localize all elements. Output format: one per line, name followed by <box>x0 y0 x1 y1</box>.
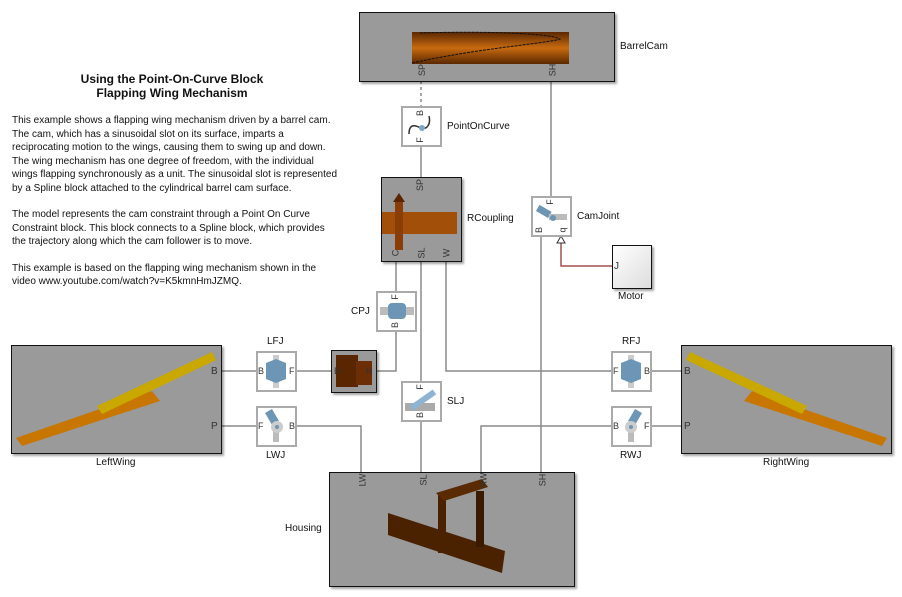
camjoint-label: CamJoint <box>577 211 620 222</box>
port-f[interactable]: F <box>389 294 400 300</box>
port-rw[interactable]: RW <box>478 472 489 488</box>
port-f[interactable]: F <box>258 421 264 431</box>
motor-label: Motor <box>618 291 644 302</box>
barrelcam-block[interactable]: SP SH <box>359 12 615 82</box>
port-f[interactable]: F <box>414 137 425 143</box>
port-lw[interactable]: LW <box>357 473 368 487</box>
housing-label: Housing <box>285 523 322 534</box>
prismatic-joint-icon <box>266 355 286 388</box>
signal-motor-q[interactable] <box>560 243 612 267</box>
rfj-block[interactable]: F B <box>611 351 652 392</box>
port-b[interactable]: B <box>534 226 545 234</box>
port-b[interactable]: B <box>211 366 218 377</box>
port-sh[interactable]: SH <box>537 473 548 487</box>
right-wing-icon <box>686 352 887 446</box>
port-p[interactable]: P <box>211 421 218 432</box>
rcoupling-label: RCoupling <box>467 213 514 224</box>
port-b[interactable]: B <box>390 321 401 329</box>
port-j[interactable]: J <box>614 261 619 272</box>
lfj-label: LFJ <box>267 336 284 347</box>
leftwing-block[interactable]: B P <box>11 345 222 454</box>
coupler-icon <box>336 355 372 387</box>
paragraph: The model represents the cam constraint … <box>12 209 325 247</box>
point-on-curve-icon <box>408 115 431 135</box>
port-sh[interactable]: SH <box>547 63 558 77</box>
port-f[interactable]: F <box>644 421 650 431</box>
rcoupling-block[interactable]: SP C SL W <box>381 177 462 262</box>
rfj-label: RFJ <box>622 336 641 347</box>
leftwing-label: LeftWing <box>96 457 136 468</box>
title-line-2: Flapping Wing Mechanism <box>96 86 248 100</box>
port-b[interactable]: B <box>258 366 265 376</box>
rightwing-block[interactable]: B P <box>681 345 892 454</box>
cylindrical-joint-icon <box>380 303 414 319</box>
cpj-block[interactable]: F B <box>376 291 417 332</box>
wire-lwj-housing[interactable] <box>296 425 362 472</box>
port-b[interactable]: B <box>415 109 426 117</box>
annotation-description: This example shows a flapping wing mecha… <box>12 114 337 302</box>
motor-block[interactable]: J <box>612 245 652 289</box>
port-f[interactable]: F <box>544 199 555 205</box>
paragraph: This example is based on the flapping wi… <box>12 262 317 288</box>
lwj-label: LWJ <box>266 450 286 461</box>
housing-block[interactable]: LW SL RW SH <box>329 472 575 587</box>
cam-joint-icon <box>535 204 567 221</box>
paragraph: This example shows a flapping wing mecha… <box>12 115 337 194</box>
slider-joint-icon <box>405 389 437 411</box>
wire-w-rfj[interactable] <box>445 261 611 372</box>
port-q[interactable]: q <box>557 227 568 233</box>
port-b[interactable]: B <box>334 366 341 376</box>
port-sl[interactable]: SL <box>418 474 429 486</box>
port-b[interactable]: B <box>613 421 620 431</box>
annotation-title: Using the Point-On-Curve Block Flapping … <box>12 72 332 100</box>
pointoncurve-block[interactable]: B F <box>401 106 442 147</box>
port-f[interactable]: F <box>414 384 425 390</box>
housing-icon <box>388 479 505 573</box>
pointoncurve-label: PointOnCurve <box>447 121 510 132</box>
barrelcam-label: BarrelCam <box>620 41 668 52</box>
revolute-joint-icon <box>265 408 283 442</box>
port-w[interactable]: W <box>441 248 452 258</box>
port-f[interactable]: F <box>289 366 295 376</box>
port-sp[interactable]: SP <box>415 178 426 192</box>
cpj-label: CPJ <box>351 306 370 317</box>
revolute-joint-icon <box>625 408 642 442</box>
barrel-cam-icon <box>411 31 569 64</box>
slj-label: SLJ <box>447 396 465 407</box>
rwj-block[interactable]: B F <box>611 406 652 447</box>
port-b[interactable]: B <box>289 421 296 431</box>
title-line-1: Using the Point-On-Curve Block <box>80 72 264 86</box>
slj-block[interactable]: F B <box>401 381 442 422</box>
port-b[interactable]: B <box>415 411 426 419</box>
left-wing-icon <box>16 352 216 446</box>
wire-rwj-housing[interactable] <box>480 425 611 472</box>
port-sl[interactable]: SL <box>416 247 427 259</box>
coupler-block[interactable]: B H <box>331 350 377 393</box>
rightwing-label: RightWing <box>763 457 810 468</box>
port-h[interactable]: H <box>366 366 373 376</box>
camjoint-block[interactable]: F B q <box>531 196 572 237</box>
port-f[interactable]: F <box>613 366 619 376</box>
prismatic-joint-icon <box>621 355 641 388</box>
port-sp[interactable]: SP <box>417 63 428 77</box>
port-b[interactable]: B <box>684 366 691 377</box>
rcoupling-icon <box>382 193 457 250</box>
lfj-block[interactable]: B F <box>256 351 297 392</box>
q-port-arrow <box>556 234 566 244</box>
port-b[interactable]: B <box>644 366 651 376</box>
rwj-label: RWJ <box>620 450 642 461</box>
port-p[interactable]: P <box>684 421 691 432</box>
lwj-block[interactable]: F B <box>256 406 297 447</box>
port-c[interactable]: C <box>390 249 401 257</box>
wire-cpj-coupler[interactable] <box>376 331 397 372</box>
